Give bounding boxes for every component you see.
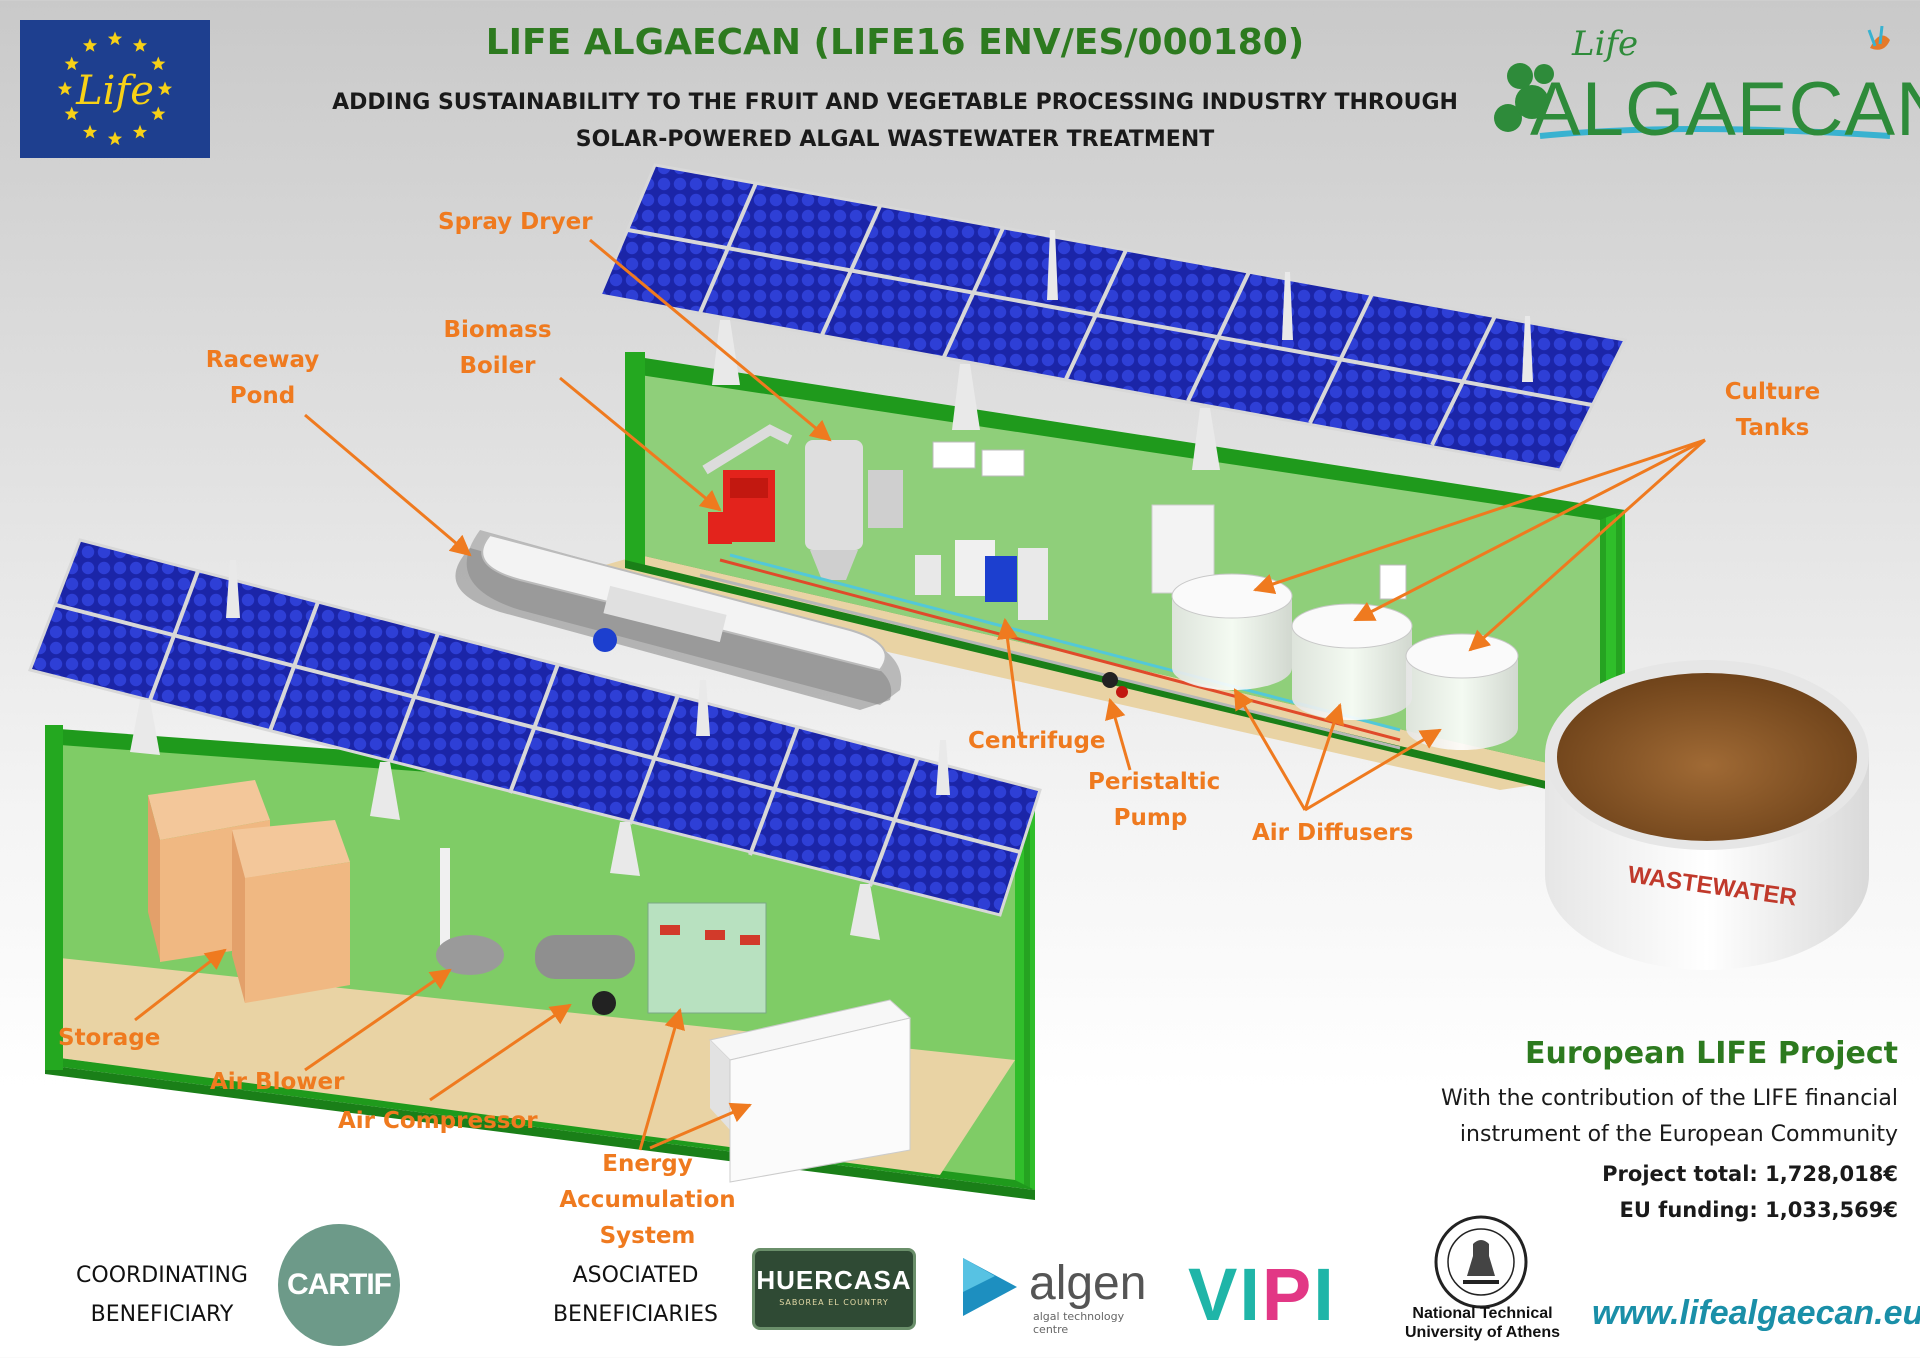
- front-solar-array: [27, 538, 1042, 940]
- eu-star-icon: [107, 31, 123, 46]
- ntua-name: National Technical University of Athens: [1395, 1304, 1570, 1342]
- eu-star-icon: [132, 38, 148, 52]
- label-line: System: [599, 1223, 696, 1249]
- associated-beneficiaries-label: ASOCIATED BENEFICIARIES: [548, 1256, 723, 1334]
- page-title: LIFE ALGAECAN (LIFE16 ENV/ES/000180): [485, 22, 1305, 63]
- eu-star-icon: [64, 56, 79, 71]
- eu-star-icon: [157, 81, 173, 96]
- label-line: Energy Accumulation: [559, 1151, 736, 1213]
- footer-line: ASOCIATED: [572, 1263, 699, 1288]
- raceway-pond-shape: [455, 530, 902, 710]
- ntua-seal-icon: [1434, 1215, 1528, 1309]
- eu-star-icon: [57, 81, 73, 96]
- label-line: Raceway: [205, 347, 320, 373]
- vipi-part: I: [1313, 1253, 1336, 1336]
- label-line: Biomass: [443, 317, 552, 343]
- ntua-line: University of Athens: [1405, 1324, 1560, 1341]
- eu-star-icon: [151, 106, 166, 121]
- vipi-logo: VIPI: [1188, 1252, 1336, 1337]
- eu-star-icon: [64, 106, 79, 121]
- vipi-part: P: [1261, 1253, 1314, 1336]
- label-line: Culture: [1724, 379, 1821, 405]
- vipi-part: VI: [1188, 1253, 1262, 1336]
- subtitle-line: SOLAR-POWERED ALGAL WASTEWATER TREATMENT: [575, 127, 1215, 152]
- huercasa-logo: HUERCASA SABOREA EL COUNTRY: [752, 1248, 916, 1330]
- website-link[interactable]: www.lifealgaecan.eu: [1592, 1294, 1920, 1332]
- label-line: Pump: [1113, 805, 1188, 831]
- algen-logo: algen algal technology centre: [955, 1248, 1175, 1338]
- eu-star-icon: [107, 131, 123, 146]
- eu-star-icon: [151, 56, 166, 71]
- algen-tagline: algal technology centre: [1033, 1310, 1125, 1336]
- label-line: Pond: [229, 383, 296, 409]
- leader-arrows: [134, 238, 1706, 1151]
- eu-star-icon: [82, 38, 98, 52]
- back-equipment: [699, 424, 1519, 750]
- algaecan-logo: Life ALGAECAN: [1480, 18, 1920, 152]
- footer-line: BENEFICIARIES: [552, 1302, 719, 1327]
- back-solar-array: [597, 163, 1628, 472]
- footer-line: COORDINATING: [76, 1263, 248, 1288]
- project-total: Project total: 1,728,018€: [1602, 1162, 1898, 1186]
- eu-star-icon: [82, 124, 98, 139]
- algaecan-logo-life: Life: [1572, 24, 1639, 64]
- eu-logo-text: Life: [75, 68, 154, 114]
- info-line-2: instrument of the European Community: [1459, 1122, 1898, 1147]
- huercasa-tagline: SABOREA EL COUNTRY: [779, 1298, 889, 1307]
- label-line: Boiler: [459, 353, 536, 379]
- label-centrifuge: Centrifuge: [968, 728, 1106, 754]
- label-biomass-boiler: Biomass Boiler: [440, 312, 555, 384]
- eu-life-logo: Life: [20, 20, 210, 158]
- subtitle-line: ADDING SUSTAINABILITY TO THE FRUIT AND V…: [332, 90, 1458, 115]
- coordinating-beneficiary-label: COORDINATING BENEFICIARY: [62, 1256, 262, 1334]
- page-subtitle: ADDING SUSTAINABILITY TO THE FRUIT AND V…: [300, 84, 1490, 158]
- eu-funding: EU funding: 1,033,569€: [1619, 1198, 1898, 1222]
- label-peristaltic-pump: Peristaltic Pump: [1088, 764, 1221, 836]
- culture-tanks-shape: [1171, 573, 1519, 750]
- info-line-1: With the contribution of the LIFE financ…: [1441, 1086, 1898, 1111]
- info-title: European LIFE Project: [1525, 1036, 1898, 1071]
- cartif-logo: CARTIF: [278, 1224, 400, 1346]
- label-spray-dryer: Spray Dryer: [438, 209, 593, 235]
- label-culture-tanks: Culture Tanks: [1710, 374, 1835, 446]
- label-air-blower: Air Blower: [210, 1069, 345, 1095]
- eu-star-icon: [132, 124, 148, 139]
- label-raceway-pond: Raceway Pond: [200, 342, 325, 414]
- label-air-compressor: Air Compressor: [338, 1108, 538, 1134]
- footer-line: BENEFICIARY: [90, 1302, 234, 1327]
- algaecan-logo-name: ALGAECAN: [1530, 67, 1920, 152]
- label-energy-accumulation: Energy Accumulation System: [520, 1146, 775, 1254]
- label-air-diffusers: Air Diffusers: [1252, 820, 1414, 846]
- label-line: Peristaltic: [1088, 769, 1221, 795]
- algen-name: algen: [1029, 1257, 1147, 1310]
- label-line: Tanks: [1735, 415, 1810, 441]
- label-storage: Storage: [58, 1025, 161, 1051]
- ntua-line: National Technical: [1412, 1305, 1553, 1322]
- huercasa-name: HUERCASA: [756, 1265, 912, 1295]
- front-equipment: [148, 780, 912, 1183]
- wastewater-tank-shape: [1545, 660, 1869, 970]
